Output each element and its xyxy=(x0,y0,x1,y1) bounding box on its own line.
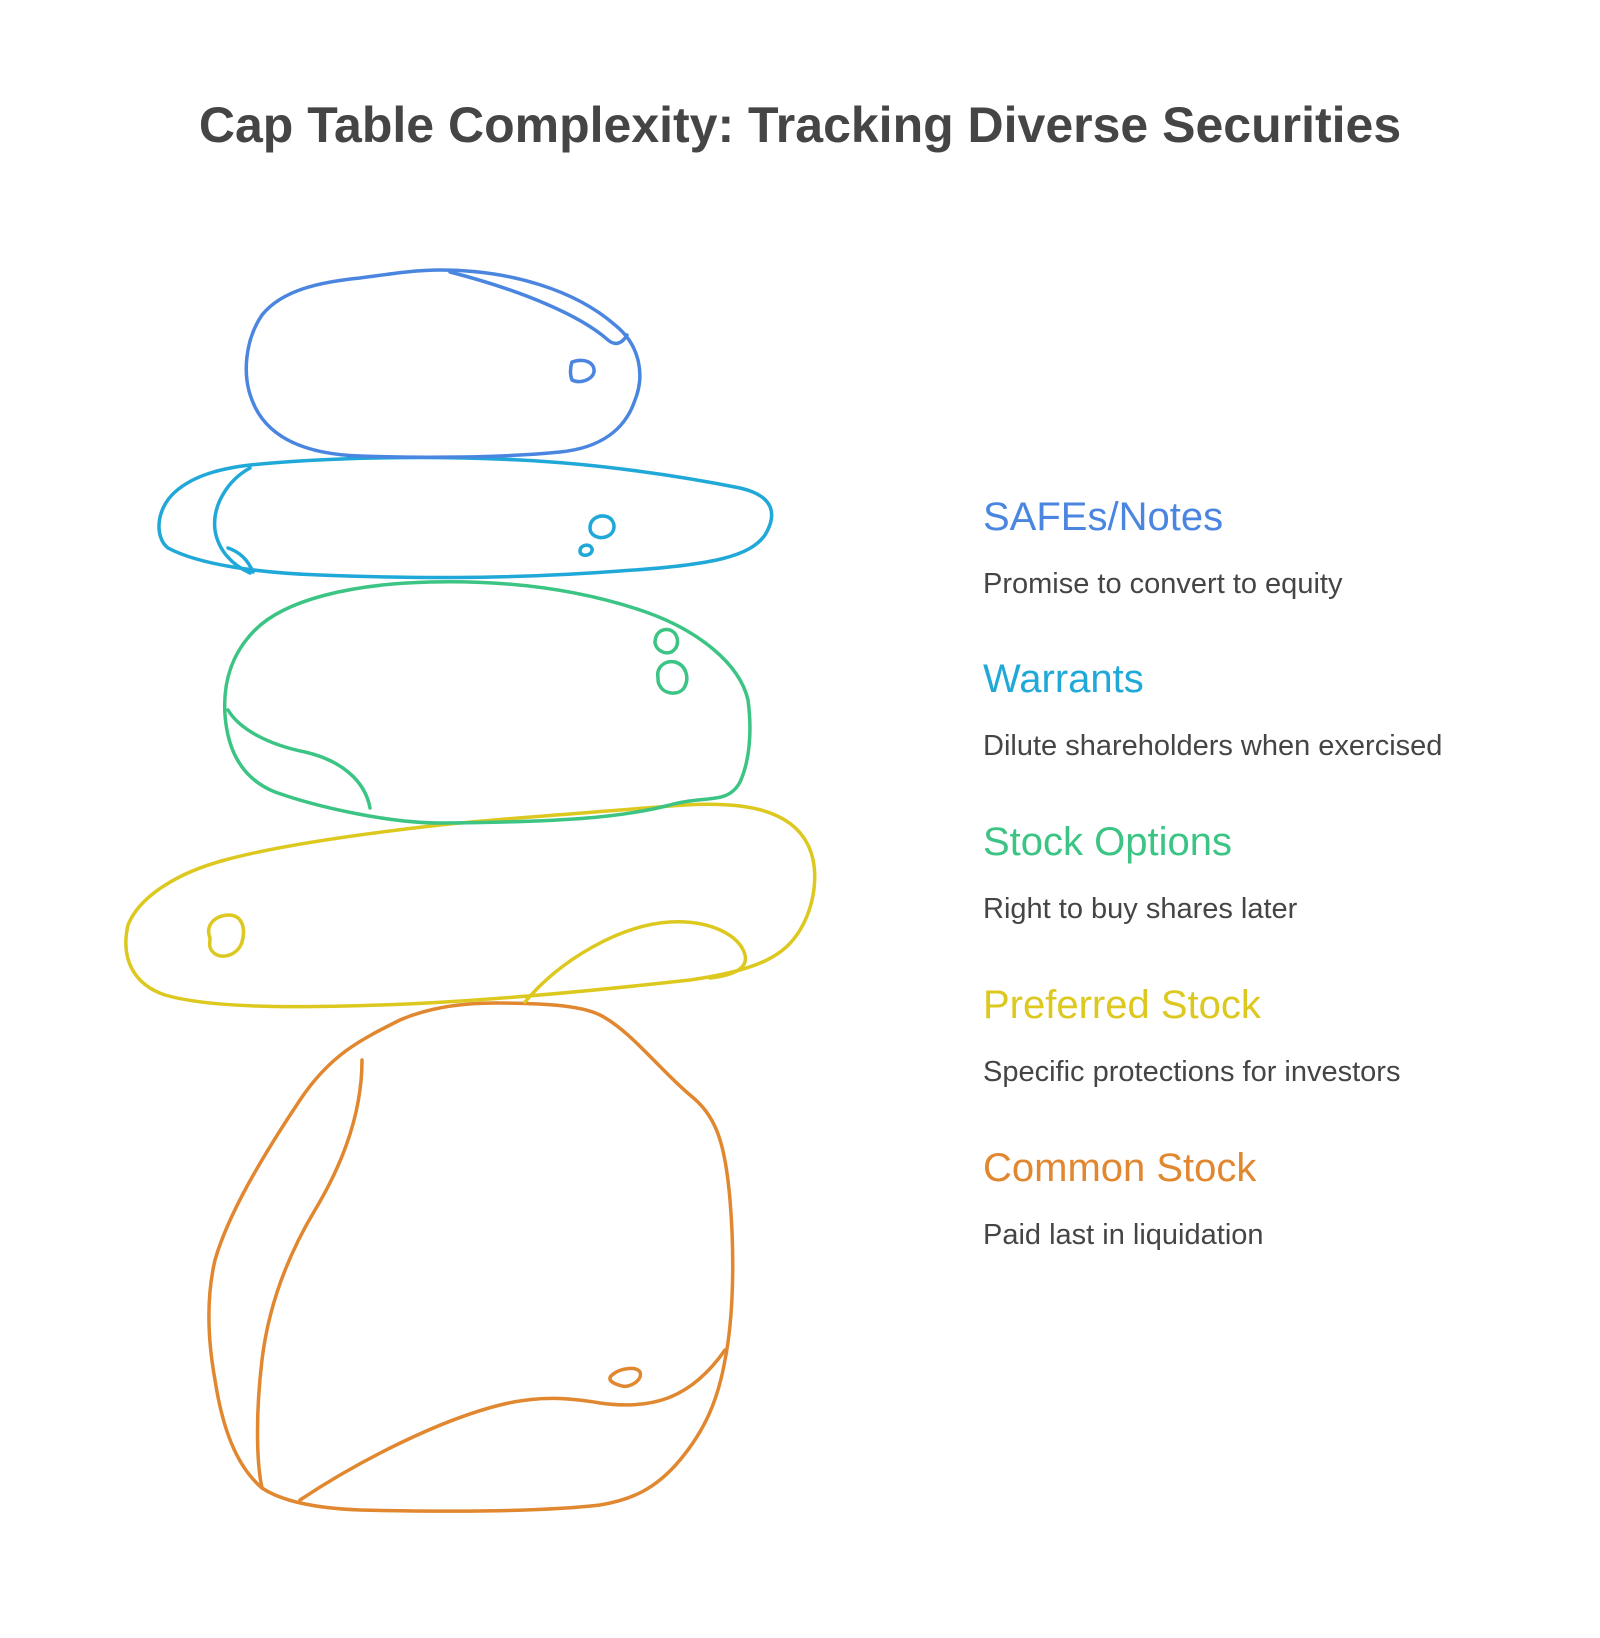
warrants-stone xyxy=(157,455,774,580)
safes-notes-stone xyxy=(244,268,642,459)
legend-description: Paid last in liquidation xyxy=(983,1219,1264,1251)
page-title: Cap Table Complexity: Tracking Diverse S… xyxy=(198,97,1402,153)
legend-description: Specific protections for investors xyxy=(983,1056,1401,1088)
legend-label: Common Stock xyxy=(983,1146,1257,1190)
legend-description: Dilute shareholders when exercised xyxy=(983,730,1443,762)
legend-label: Preferred Stock xyxy=(983,983,1261,1027)
legend-label: SAFEs/Notes xyxy=(983,495,1224,539)
common-stock-stone xyxy=(207,1001,735,1513)
preferred-stock-stone xyxy=(124,802,817,1009)
legend-description: Right to buy shares later xyxy=(983,893,1298,925)
legend-label: Warrants xyxy=(983,657,1144,701)
stock-options-stone xyxy=(222,580,752,825)
legend-label: Stock Options xyxy=(983,820,1233,864)
legend-description: Promise to convert to equity xyxy=(983,568,1343,600)
